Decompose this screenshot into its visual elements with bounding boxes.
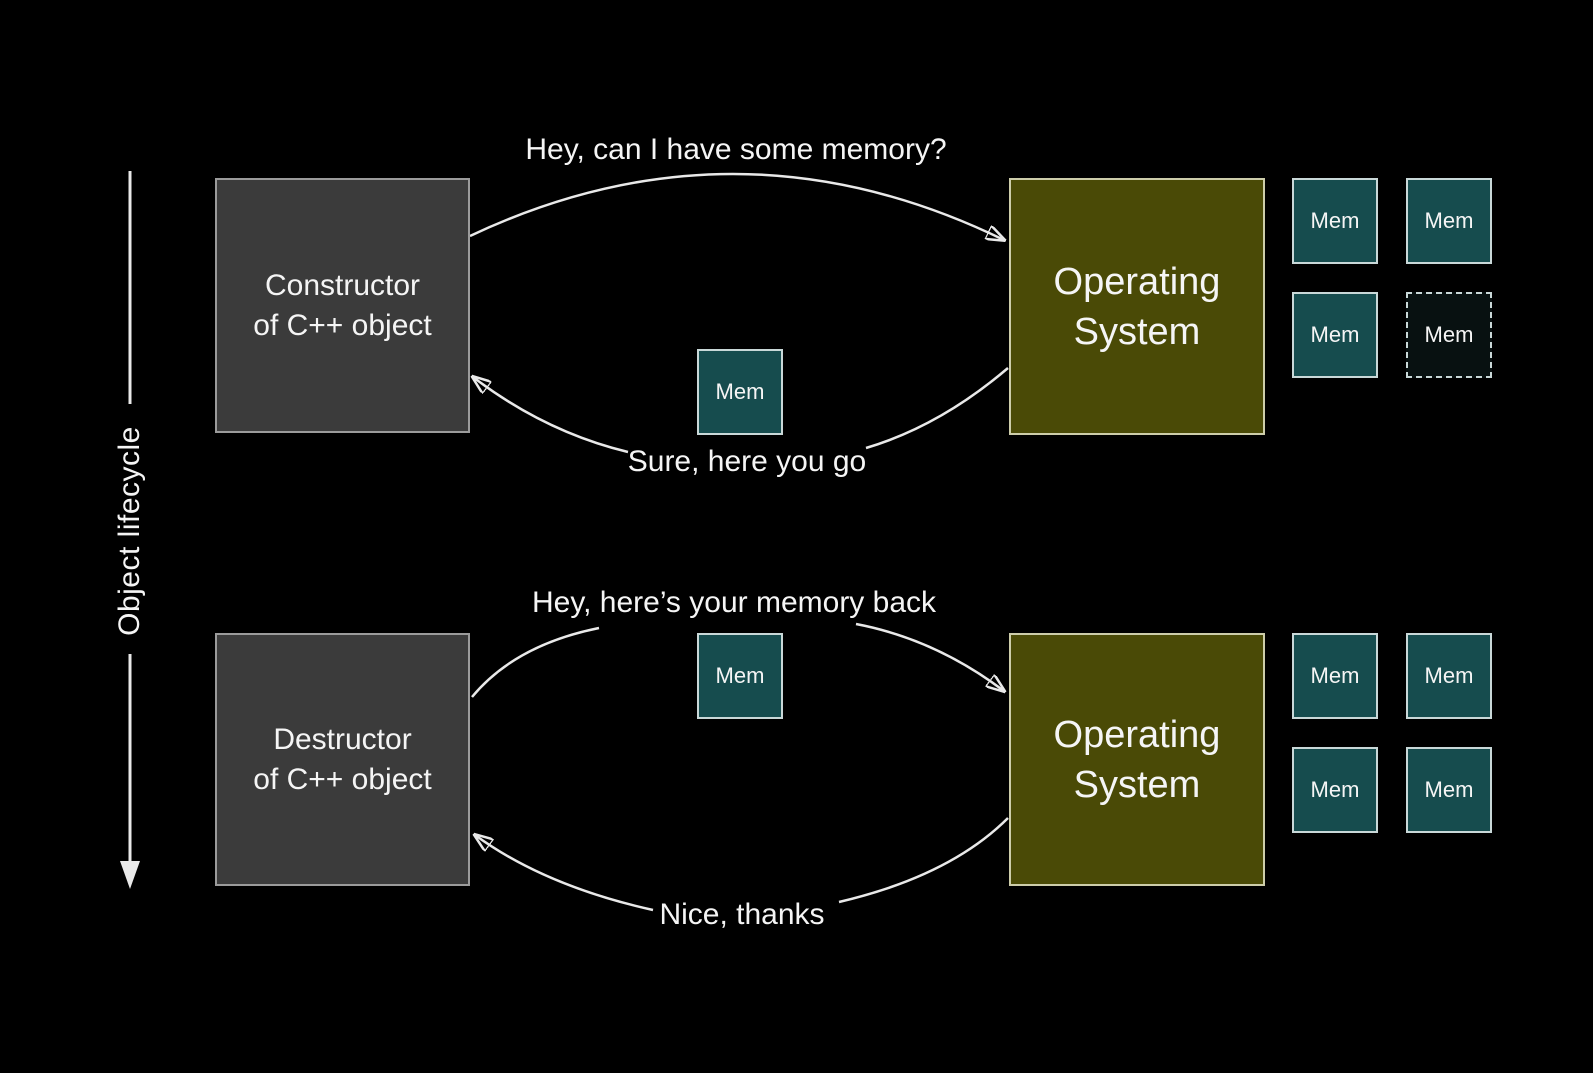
mem-transfer-bottom-label: Mem bbox=[715, 663, 765, 688]
os-bottom-label-line1: Operating bbox=[1053, 713, 1221, 756]
mem-cell-label: Mem bbox=[1424, 663, 1474, 688]
os-mem-pool-bottom-cell-4: Mem bbox=[1406, 747, 1492, 833]
response-label-top: Sure, here you go bbox=[627, 445, 867, 478]
os-mem-pool-top-cell-1: Mem bbox=[1292, 178, 1378, 264]
mem-cell-label: Mem bbox=[1310, 663, 1360, 688]
os-mem-pool-top-cell-3: Mem bbox=[1292, 292, 1378, 378]
os-mem-pool-top-cell-2: Mem bbox=[1406, 178, 1492, 264]
mem-transfer-top-label: Mem bbox=[715, 379, 765, 404]
thanks-arrow-right-segment bbox=[838, 817, 1009, 904]
request-label-top: Hey, can I have some memory? bbox=[525, 133, 947, 166]
response-arrow-top-right-segment bbox=[865, 367, 1009, 450]
thanks-arrow-left-segment bbox=[475, 835, 654, 912]
mem-cell-label: Mem bbox=[1424, 322, 1474, 347]
lifecycle-arrowhead-icon bbox=[120, 861, 140, 889]
os-mem-pool-top-cell-4-given-away: Mem bbox=[1406, 292, 1492, 378]
mem-cell-label: Mem bbox=[1424, 208, 1474, 233]
constructor-box: Constructor of C++ object bbox=[215, 178, 470, 433]
operating-system-box-top: Operating System bbox=[1009, 178, 1265, 435]
request-label-bottom: Hey, here’s your memory back bbox=[531, 586, 937, 619]
destructor-label-line1: Destructor bbox=[273, 722, 412, 756]
constructor-label-line2: of C++ object bbox=[253, 308, 432, 342]
os-mem-pool-bottom-cell-1: Mem bbox=[1292, 633, 1378, 719]
mem-cell-label: Mem bbox=[1424, 777, 1474, 802]
mem-transfer-box-top: Mem bbox=[697, 349, 783, 435]
destructor-label-line2: of C++ object bbox=[253, 762, 432, 796]
os-top-label-line1: Operating bbox=[1053, 260, 1221, 303]
giveback-arrow-left-segment bbox=[471, 626, 600, 698]
mem-cell-label: Mem bbox=[1310, 777, 1360, 802]
response-arrow-top-left-segment bbox=[473, 377, 629, 454]
destructor-box: Destructor of C++ object bbox=[215, 633, 470, 886]
mem-cell-label: Mem bbox=[1310, 208, 1360, 233]
request-arrow-top bbox=[469, 172, 1004, 240]
os-bottom-label-line2: System bbox=[1073, 763, 1201, 806]
constructor-label-line1: Constructor bbox=[264, 268, 421, 302]
os-top-label-line2: System bbox=[1073, 310, 1201, 353]
os-mem-pool-bottom-cell-2: Mem bbox=[1406, 633, 1492, 719]
lifecycle-axis-label: Object lifecycle bbox=[113, 426, 146, 636]
os-mem-pool-bottom-cell-3: Mem bbox=[1292, 747, 1378, 833]
giveback-arrow-right-segment bbox=[855, 622, 1004, 691]
mem-transfer-box-bottom: Mem bbox=[697, 633, 783, 719]
response-label-bottom: Nice, thanks bbox=[659, 898, 825, 931]
operating-system-box-bottom: Operating System bbox=[1009, 633, 1265, 886]
mem-cell-label: Mem bbox=[1310, 322, 1360, 347]
